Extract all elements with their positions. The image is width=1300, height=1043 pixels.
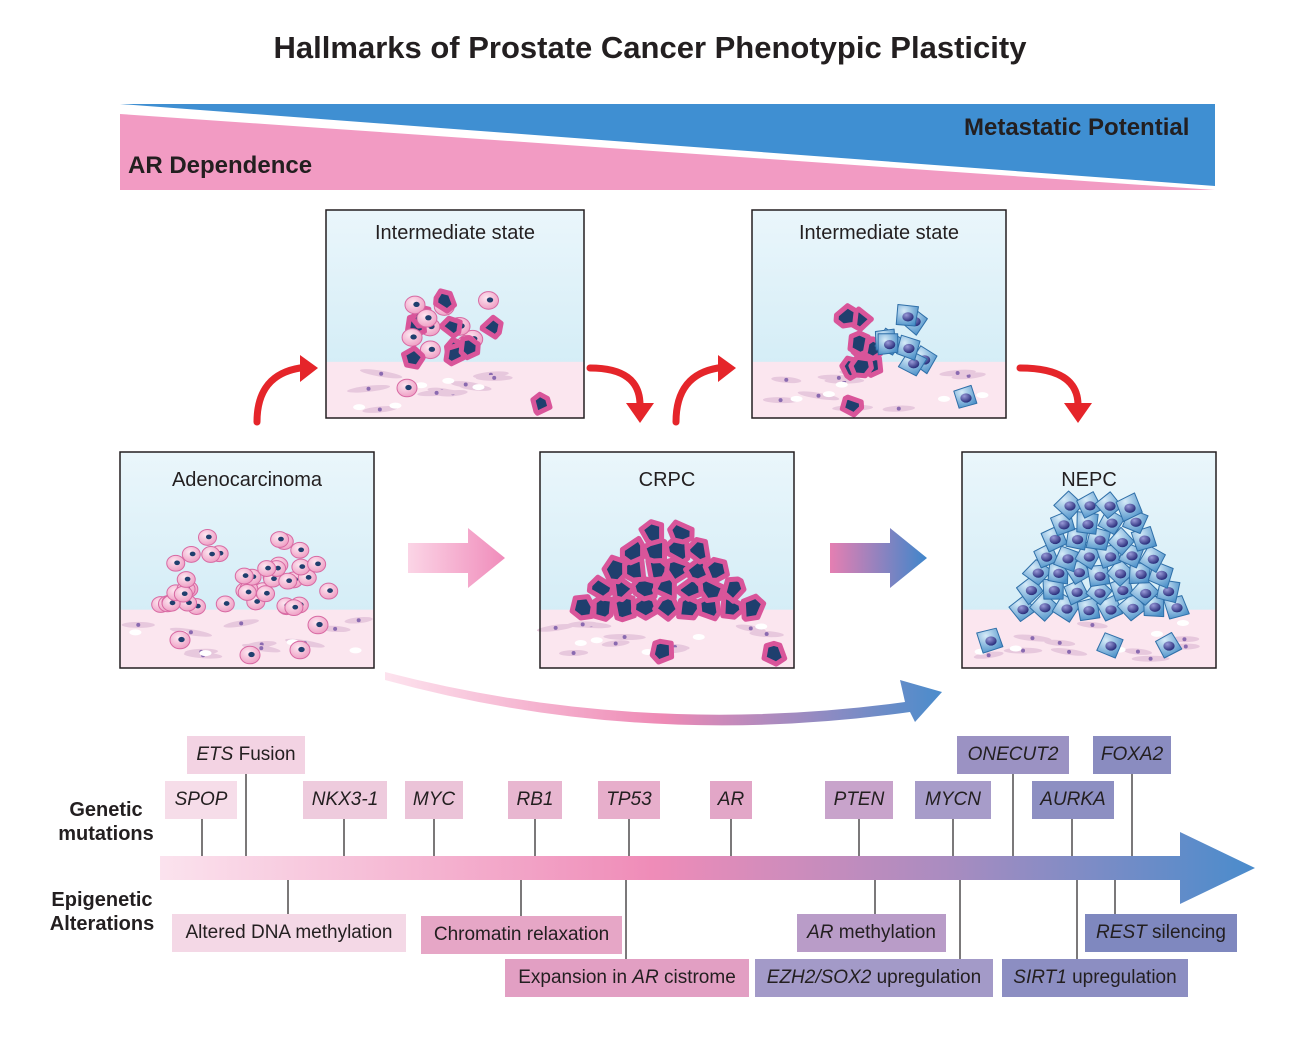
tag-ar-methylation: AR methylation — [797, 914, 946, 952]
crpc-title: CRPC — [638, 469, 696, 491]
tag-pten: PTEN — [825, 781, 893, 819]
tag-ar: AR — [710, 781, 752, 819]
tag-ezh2-sox2-upregulation: EZH2/SOX2 upregulation — [755, 959, 993, 997]
adenocarcinoma-title: Adenocarcinoma — [171, 469, 323, 491]
red-arrow-int1-to-crpc — [586, 364, 654, 423]
intermediate-state-1-title: Intermediate state — [374, 222, 536, 244]
box-adenocarcinoma — [119, 451, 375, 669]
red-arrow-int2-to-nepc — [1016, 364, 1092, 423]
box-crpc-cells — [569, 519, 788, 667]
red-arrow-adeno-to-int1 — [253, 355, 318, 426]
diagram-title: Hallmarks of Prostate Cancer Phenotypic … — [273, 30, 1027, 65]
box-nepc — [961, 451, 1217, 669]
tag-tp53: TP53 — [598, 781, 660, 819]
box-intermediate-2 — [751, 209, 1007, 419]
tag-rest-silencing: REST silencing — [1085, 914, 1237, 952]
tag-ets-fusion: ETS Fusion — [187, 736, 305, 774]
box-crpc — [536, 451, 795, 669]
tag-myc: MYC — [405, 781, 463, 819]
tag-nkx3-1: NKX3-1 — [303, 781, 387, 819]
box-intermediate-2-cells — [833, 303, 978, 418]
tag-rb1: RB1 — [508, 781, 562, 819]
box-intermediate-1 — [325, 209, 585, 419]
tag-mycn: MYCN — [915, 781, 991, 819]
timeline-arrow — [160, 832, 1255, 904]
ar-dependence-label: AR Dependence — [128, 152, 313, 179]
box-adenocarcinoma-cells — [151, 528, 339, 665]
box-intermediate-1-cells — [396, 288, 553, 416]
metastatic-potential-label: Metastatic Potential — [964, 114, 1190, 141]
arrow-adeno-to-crpc — [408, 528, 505, 588]
tag-onecut2: ONECUT2 — [957, 736, 1069, 774]
tag-spop: SPOP — [165, 781, 237, 819]
tag-chromatin-relaxation: Chromatin relaxation — [421, 916, 622, 954]
ar-dependence-gradient — [120, 114, 1215, 190]
box-nepc-cells — [976, 490, 1190, 659]
tag-sirt1-upregulation: SIRT1 upregulation — [1002, 959, 1188, 997]
metastatic-gradient — [120, 104, 1215, 186]
intermediate-state-2-title: Intermediate state — [798, 222, 960, 244]
nepc-title: NEPC — [1061, 469, 1117, 491]
tag-expansion-ar-cistrome: Expansion in AR cistrome — [505, 959, 749, 997]
tag-aurka: AURKA — [1032, 781, 1114, 819]
tag-foxa2: FOXA2 — [1093, 736, 1171, 774]
tag-altered-dna-methylation: Altered DNA methylation — [172, 914, 406, 952]
curved-arrow-adeno-to-nepc — [385, 672, 942, 726]
arrow-crpc-to-nepc — [830, 528, 927, 588]
red-arrow-crpc-to-int2 — [672, 355, 736, 426]
